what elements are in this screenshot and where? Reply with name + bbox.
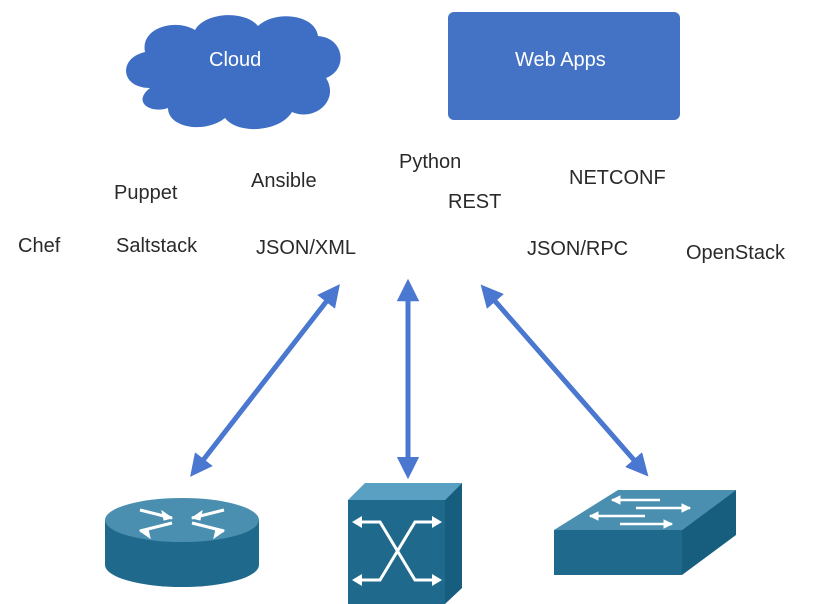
tool-chef: Chef (18, 235, 61, 257)
tool-openstack: OpenStack (686, 242, 785, 264)
tool-json-xml: JSON/XML (256, 237, 357, 259)
router-icon (105, 498, 259, 587)
multilayer-switch-icon (348, 483, 462, 604)
tool-ansible: Ansible (251, 170, 317, 192)
switch-icon (554, 490, 736, 575)
arrow-switch (480, 284, 649, 477)
cloud-shape (126, 15, 341, 130)
arrow-router (190, 284, 340, 477)
web-apps-label: Web Apps (515, 49, 606, 71)
tool-puppet: Puppet (114, 182, 178, 204)
tool-rest: REST (448, 191, 502, 213)
tool-python: Python (399, 151, 462, 173)
web-apps-box (448, 12, 680, 120)
tool-netconf: NETCONF (569, 167, 666, 189)
cloud-label: Cloud (209, 49, 262, 71)
tool-json-rpc: JSON/RPC (527, 238, 629, 260)
tool-saltstack: Saltstack (116, 235, 198, 257)
